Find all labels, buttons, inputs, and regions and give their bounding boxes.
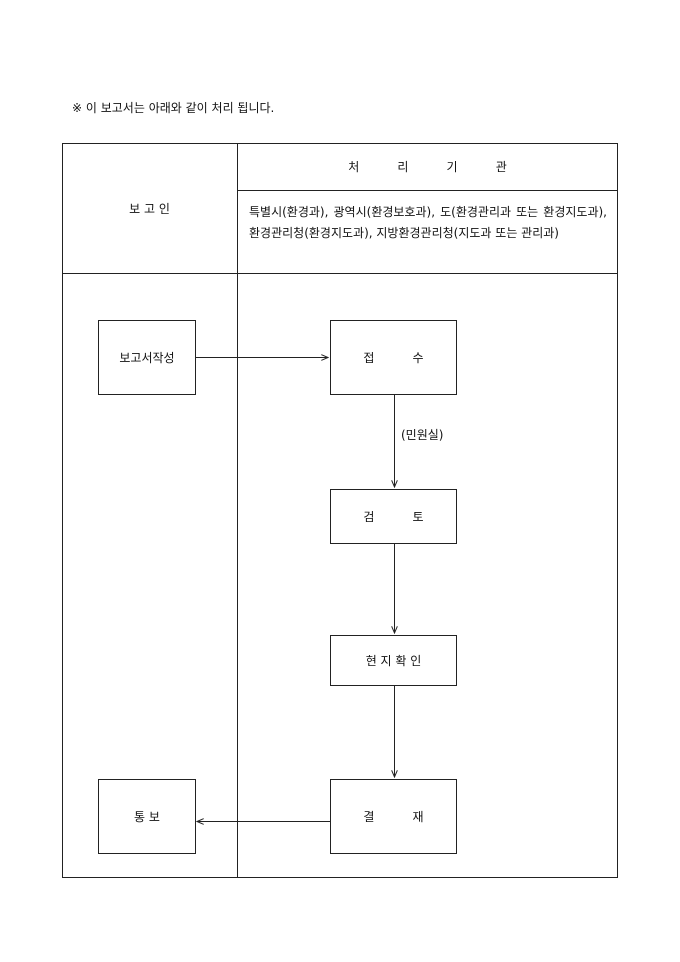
table-border [62,143,618,878]
agency-detail: 특별시(환경과), 광역시(환경보호과), 도(환경관리과 또는 환경지도과),… [249,205,607,240]
approve-box: 결 재 [330,779,457,854]
processing-note: ※ 이 보고서는 아래와 같이 처리 됩니다. [72,101,275,115]
civil-office-label: (민원실) [401,428,444,442]
review-box: 검 토 [330,489,457,544]
report-write-box: 보고서작성 [98,320,196,395]
notify-box: 통 보 [98,779,196,854]
receive-box: 접 수 [330,320,457,395]
site-check-box: 현 지 확 인 [330,635,457,686]
reporter-header: 보 고 인 [129,201,170,216]
agency-header: 처 리 기 관 [348,160,507,174]
